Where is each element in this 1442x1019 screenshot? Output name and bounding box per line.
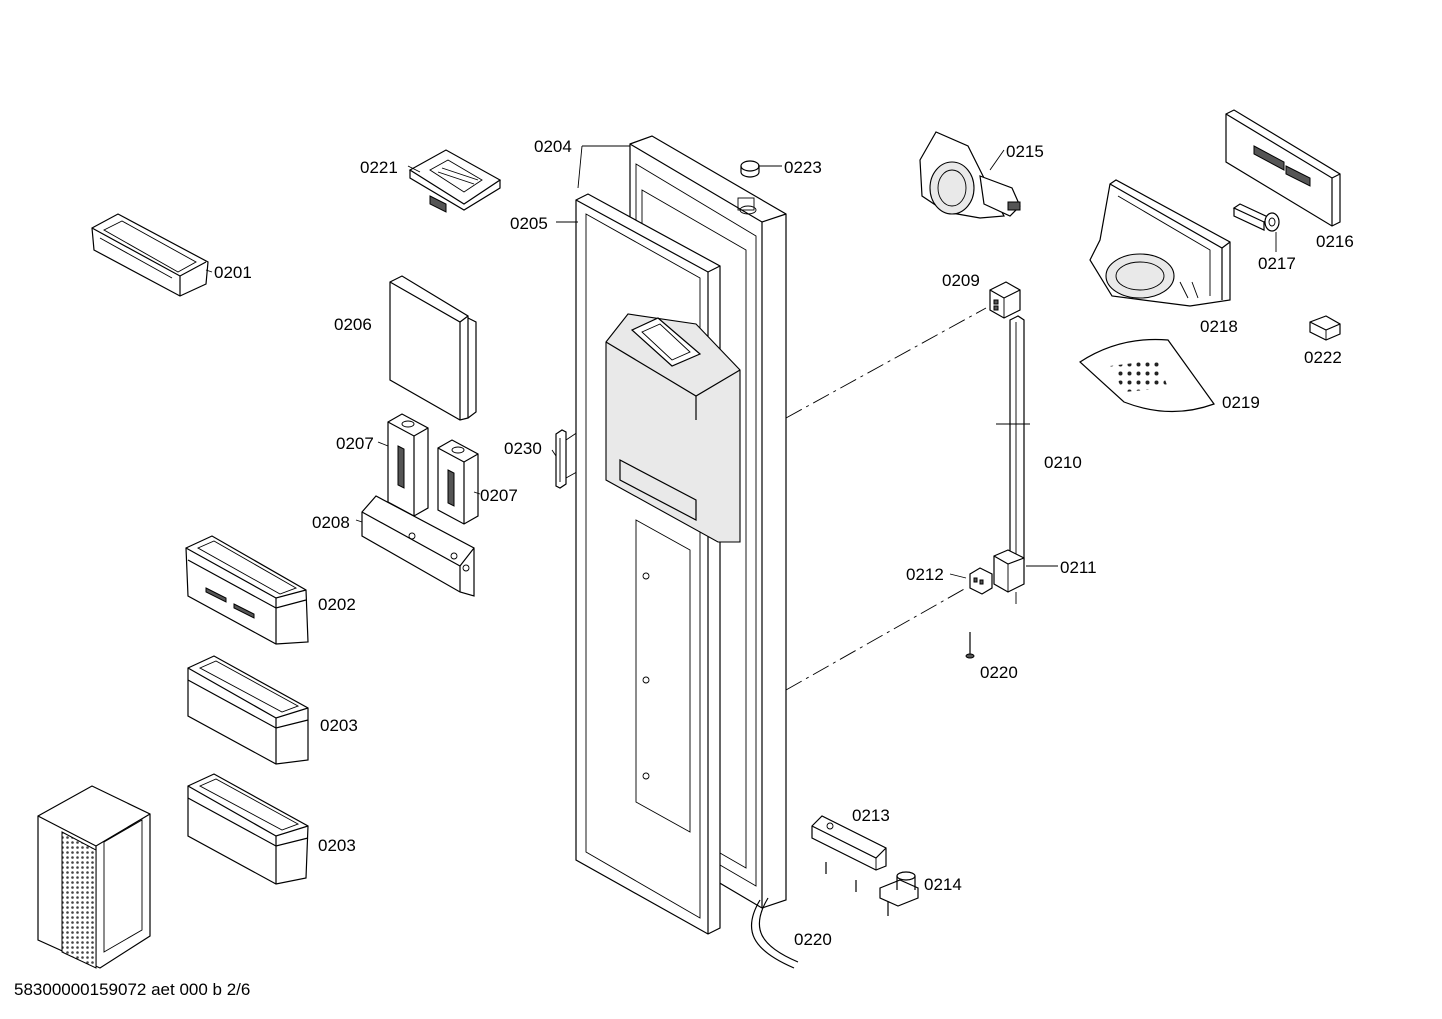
label-0216: 0216 [1316,232,1354,251]
label-0201: 0201 [214,263,252,282]
part-0213-hinge [811,815,887,892]
label-0217: 0217 [1258,254,1296,273]
part-0203-bin-lower [187,773,309,885]
part-0207-cartridge-left [387,413,429,517]
label-0205: 0205 [510,214,548,233]
label-0215: 0215 [1006,142,1044,161]
part-0219-grille [1079,338,1215,413]
label-0210: 0210 [1044,453,1082,472]
part-0216-control-board [1225,109,1341,227]
appliance-overview-icon [37,785,151,969]
label-0230: 0230 [504,439,542,458]
part-0214-hinge-pin [879,871,919,916]
label-0223: 0223 [784,158,822,177]
label-0221: 0221 [360,158,398,177]
leader-lines [355,145,1277,579]
label-0213: 0213 [852,806,890,825]
label-0222: 0222 [1304,348,1342,367]
label-0206: 0206 [334,315,372,334]
part-0210-strip [996,315,1030,565]
label-0208: 0208 [312,513,350,532]
label-0220-cable: 0220 [794,930,832,949]
label-0214: 0214 [924,875,962,894]
part-0201-shelf [91,213,213,297]
part-0206-panel [389,275,477,421]
part-0212-connector [785,567,993,691]
document-code: 58300000159072 aet 000 b 2/6 [14,980,251,999]
part-0211-housing [993,549,1025,604]
label-0211: 0211 [1060,558,1097,577]
part-0222-relay [1309,315,1341,341]
part-0207-cartridge-right [437,439,479,525]
part-0202-bin [185,535,309,645]
part-0218-housing [1089,179,1231,307]
label-0219: 0219 [1222,393,1260,412]
label-0203-upper: 0203 [320,716,358,735]
part-0221-cover [408,149,502,213]
part-0208-tray [361,495,475,597]
label-0203-lower: 0203 [318,836,356,855]
label-0209: 0209 [942,271,980,290]
part-labels: 0201 0202 0203 0203 0204 0205 0206 0207 … [214,137,1354,949]
label-0207-left: 0207 [336,434,374,453]
part-0203-bin-upper [187,655,309,765]
label-0202: 0202 [318,595,356,614]
part-0215-motor [919,131,1021,219]
label-0207-right: 0207 [480,486,518,505]
part-0223-plug [740,160,760,178]
part-0205-gasket [575,193,741,935]
part-0217-valve [1232,203,1280,232]
label-0218: 0218 [1200,317,1238,336]
label-0220-screw: 0220 [980,663,1018,682]
part-0220-screw [965,632,975,659]
label-0212: 0212 [906,565,944,584]
part-0209-connector [785,281,1021,419]
label-0204: 0204 [534,137,572,156]
part-0220-cable [751,897,799,969]
